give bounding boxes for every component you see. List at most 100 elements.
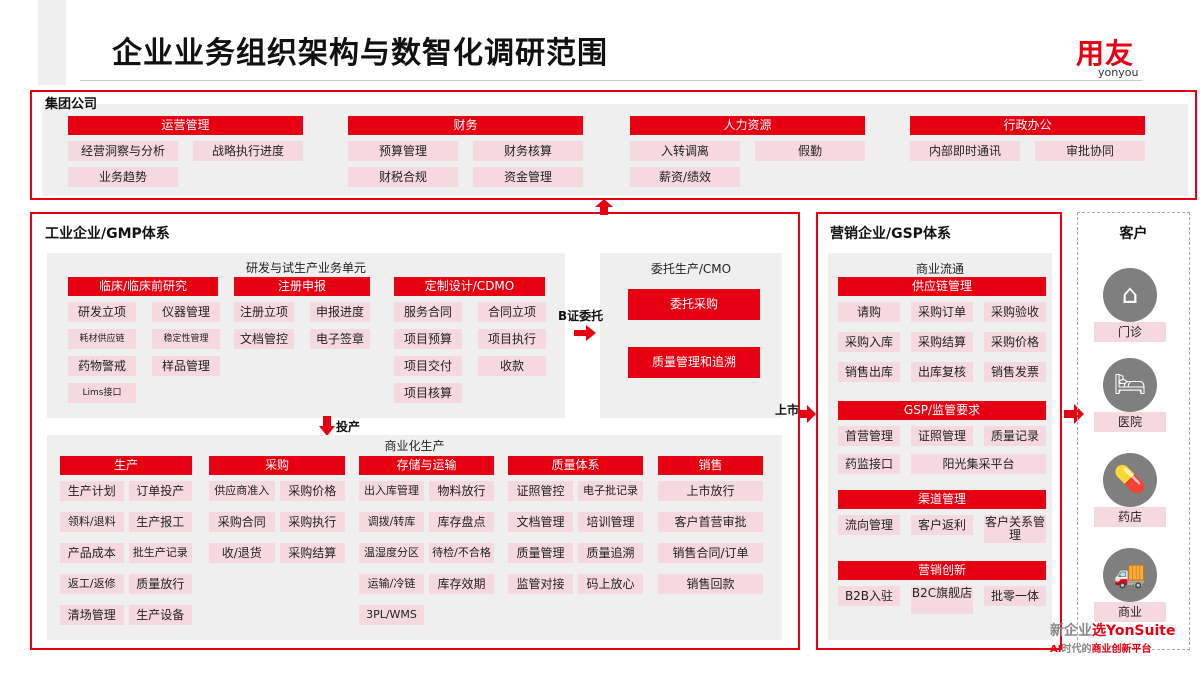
module-item[interactable]: 文档管控 <box>234 329 294 349</box>
module-item[interactable]: 供应商准入 <box>209 481 275 501</box>
customer-label[interactable]: 商业 <box>1094 602 1166 622</box>
module-item[interactable]: 采购验收 <box>984 302 1046 322</box>
module-item[interactable]: 阳光集采平台 <box>911 454 1046 474</box>
module-header[interactable]: 供应链管理 <box>838 277 1046 296</box>
module-item[interactable]: 注册立项 <box>234 302 294 322</box>
module-item[interactable]: 药监接口 <box>838 454 900 474</box>
module-header[interactable]: 营销创新 <box>838 561 1046 580</box>
module-item[interactable]: 批零一体 <box>984 586 1046 606</box>
module-item[interactable]: 销售出库 <box>838 362 900 382</box>
module-item[interactable]: 采购结算 <box>279 543 345 563</box>
module-item[interactable]: 入转调离 <box>630 141 740 161</box>
module-header[interactable]: 运营管理 <box>68 116 303 135</box>
module-header[interactable]: 存储与运输 <box>359 456 494 475</box>
module-item[interactable]: 战略执行进度 <box>193 141 303 161</box>
module-item[interactable]: 首营管理 <box>838 426 900 446</box>
module-item[interactable]: B2B入驻 <box>838 586 900 606</box>
module-item[interactable]: 待检/不合格 <box>429 543 494 563</box>
module-item[interactable]: 生产设备 <box>128 605 192 625</box>
module-item[interactable]: 项目预算 <box>394 329 462 349</box>
module-item[interactable]: 审批协同 <box>1035 141 1145 161</box>
customer-label[interactable]: 医院 <box>1094 412 1166 432</box>
module-item[interactable]: 客户首营审批 <box>658 512 763 532</box>
module-header[interactable]: 财务 <box>348 116 583 135</box>
module-item[interactable]: 生产报工 <box>128 512 192 532</box>
module-item[interactable]: Lims接口 <box>68 383 136 403</box>
module-item[interactable]: 仪器管理 <box>152 302 220 322</box>
module-item[interactable]: 项目核算 <box>394 383 462 403</box>
module-item[interactable]: 采购入库 <box>838 332 900 352</box>
module-item[interactable]: 耗材供应链 <box>68 329 136 349</box>
module-header[interactable]: 临床/临床前研究 <box>68 277 218 296</box>
module-item[interactable]: 项目交付 <box>394 356 462 376</box>
module-item[interactable]: 研发立项 <box>68 302 136 322</box>
module-item[interactable]: 证照管理 <box>911 426 973 446</box>
module-item[interactable]: 温湿度分区 <box>359 543 424 563</box>
module-item[interactable]: 收款 <box>478 356 546 376</box>
module-item[interactable]: 库存盘点 <box>429 512 494 532</box>
module-item[interactable]: 预算管理 <box>348 141 458 161</box>
module-item[interactable]: 清场管理 <box>60 605 124 625</box>
module-item[interactable]: 销售回款 <box>658 574 763 594</box>
module-item[interactable]: 上市放行 <box>658 481 763 501</box>
module-item[interactable]: 客户返利 <box>911 515 973 535</box>
module-item[interactable]: 财务核算 <box>473 141 583 161</box>
module-item[interactable]: 药物警戒 <box>68 356 136 376</box>
module-item[interactable]: 采购执行 <box>279 512 345 532</box>
module-item[interactable]: 财税合规 <box>348 167 458 187</box>
module-item[interactable]: 调拨/转库 <box>359 512 424 532</box>
module-header[interactable]: 采购 <box>209 456 345 475</box>
module-header[interactable]: GSP/监管要求 <box>838 401 1046 420</box>
module-item[interactable]: 内部即时通讯 <box>910 141 1020 161</box>
module-item[interactable]: 监管对接 <box>508 574 573 594</box>
module-item[interactable]: 出入库管理 <box>359 481 424 501</box>
module-item[interactable]: 领料/退料 <box>60 512 124 532</box>
module-item[interactable]: 质量管理 <box>508 543 573 563</box>
module-header[interactable]: 销售 <box>658 456 763 475</box>
customer-label[interactable]: 门诊 <box>1094 322 1166 342</box>
module-header[interactable]: 人力资源 <box>630 116 865 135</box>
module-item[interactable]: 流向管理 <box>838 515 900 535</box>
module-header[interactable]: 生产 <box>60 456 192 475</box>
cmo-purchase-button[interactable]: 委托采购 <box>628 289 760 320</box>
module-item[interactable]: 质量记录 <box>984 426 1046 446</box>
module-item[interactable]: 收/退货 <box>209 543 275 563</box>
module-item[interactable]: 业务趋势 <box>68 167 178 187</box>
module-item[interactable]: 产品成本 <box>60 543 124 563</box>
module-item[interactable]: 质量放行 <box>128 574 192 594</box>
module-item[interactable]: 订单投产 <box>128 481 192 501</box>
module-item[interactable]: 采购价格 <box>984 332 1046 352</box>
module-item[interactable]: 采购结算 <box>911 332 973 352</box>
module-item[interactable]: 物料放行 <box>429 481 494 501</box>
module-header[interactable]: 注册申报 <box>234 277 370 296</box>
module-item[interactable]: 采购合同 <box>209 512 275 532</box>
module-item[interactable]: 客户关系管理 <box>984 515 1046 543</box>
module-header[interactable]: 渠道管理 <box>838 490 1046 509</box>
module-item[interactable]: 批生产记录 <box>128 543 192 563</box>
module-item[interactable]: 质量追溯 <box>578 543 643 563</box>
module-item[interactable]: 码上放心 <box>578 574 643 594</box>
module-item[interactable]: 薪资/绩效 <box>630 167 740 187</box>
module-item[interactable]: 合同立项 <box>478 302 546 322</box>
module-item[interactable]: 样品管理 <box>152 356 220 376</box>
customer-label[interactable]: 药店 <box>1094 507 1166 527</box>
module-item[interactable]: 采购价格 <box>279 481 345 501</box>
cmo-quality-button[interactable]: 质量管理和追溯 <box>628 347 760 378</box>
module-item[interactable]: 3PL/WMS <box>359 605 424 625</box>
module-item[interactable]: 假勤 <box>755 141 865 161</box>
module-item[interactable]: 出库复核 <box>911 362 973 382</box>
module-item[interactable]: 服务合同 <box>394 302 462 322</box>
module-item[interactable]: 电子签章 <box>310 329 370 349</box>
module-item[interactable]: 运输/冷链 <box>359 574 424 594</box>
module-item[interactable]: 返工/返修 <box>60 574 124 594</box>
module-item[interactable]: 请购 <box>838 302 900 322</box>
module-item[interactable]: 销售发票 <box>984 362 1046 382</box>
module-item[interactable]: 资金管理 <box>473 167 583 187</box>
module-item[interactable]: 文档管理 <box>508 512 573 532</box>
module-item[interactable]: 经营洞察与分析 <box>68 141 178 161</box>
module-header[interactable]: 行政办公 <box>910 116 1145 135</box>
module-item[interactable]: B2C旗舰店 <box>911 586 973 614</box>
module-item[interactable]: 销售合同/订单 <box>658 543 763 563</box>
module-item[interactable]: 培训管理 <box>578 512 643 532</box>
module-item[interactable]: 稳定性管理 <box>152 329 220 349</box>
